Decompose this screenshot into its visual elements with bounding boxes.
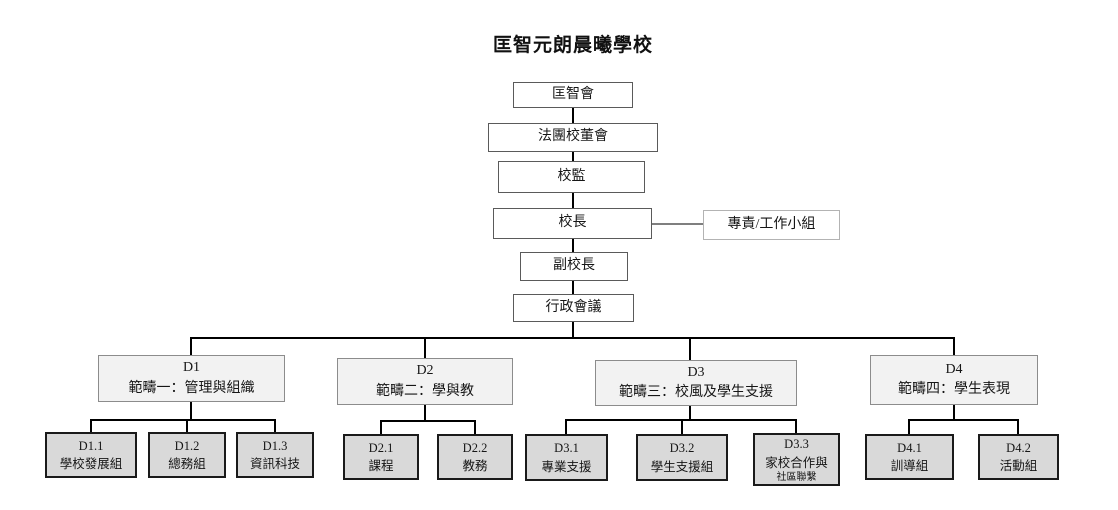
node-unit-d2-1: D2.1 課程 xyxy=(343,434,419,480)
connector-principal-taskgroups xyxy=(652,223,703,225)
unit-name: 教務 xyxy=(462,459,488,473)
connector-viceprincipal-council xyxy=(572,281,574,294)
unit-code: D3.1 xyxy=(554,441,579,456)
unit-name: 家校合作與 xyxy=(765,455,828,470)
chart-title: 匡智元朗晨曦學校 xyxy=(492,35,653,56)
unit-code: D1.3 xyxy=(262,438,288,453)
connector-d2-child2 xyxy=(474,420,476,434)
node-unit-d3-3: D3.3 家校合作與 社區聯繫 xyxy=(753,433,840,486)
node-incorporated-management-committee: 法團校董會 xyxy=(488,123,658,152)
node-unit-d4-1: D4.1 訓導組 xyxy=(865,434,954,480)
unit-name: 學生支援組 xyxy=(650,459,714,474)
branch-drop-d2 xyxy=(424,337,426,358)
connector-d2-children-rail xyxy=(380,420,476,422)
connector-d3-child3 xyxy=(795,419,797,433)
node-unit-d2-2: D2.2 教務 xyxy=(437,434,513,480)
unit-code: D4.2 xyxy=(1006,440,1031,455)
connector-d1-child2 xyxy=(186,419,188,432)
node-domain-d3: D3 範疇三：校風及學生支援 xyxy=(595,360,797,406)
node-principal: 校長 xyxy=(493,208,652,239)
connector-hongchi-imc xyxy=(572,108,574,123)
node-unit-d4-2: D4.2 活動組 xyxy=(978,434,1059,480)
unit-name: 訓導組 xyxy=(890,459,929,473)
node-vice-principal: 副校長 xyxy=(520,252,628,281)
unit-code: D4.1 xyxy=(897,440,922,455)
unit-name: 活動組 xyxy=(999,459,1038,473)
connector-d2-child1 xyxy=(380,420,382,434)
unit-name: 學校發展組 xyxy=(59,457,123,471)
node-hongchi-association: 匡智會 xyxy=(513,82,633,108)
connector-d4-child2 xyxy=(1017,419,1019,434)
node-domain-d2: D2 範疇二：學與教 xyxy=(337,358,513,405)
connector-d1-child1 xyxy=(90,419,92,432)
domain-code: D2 xyxy=(416,363,434,379)
connector-imc-supervisor xyxy=(572,152,574,161)
connector-d3-child1 xyxy=(565,419,567,434)
unit-code: D2.1 xyxy=(368,440,394,455)
connector-d4-children-rail xyxy=(908,419,1019,421)
branch-drop-d4 xyxy=(953,337,955,355)
domain-code: D3 xyxy=(687,364,705,380)
domain-code: D4 xyxy=(945,361,963,377)
node-task-groups: 專責/工作小組 xyxy=(703,210,840,240)
node-unit-d3-1: D3.1 專業支援 xyxy=(525,434,608,481)
unit-name-line2: 社區聯繫 xyxy=(776,471,817,483)
connector-d3-down xyxy=(689,406,691,421)
node-unit-d1-2: D1.2 總務組 xyxy=(148,432,226,478)
connector-council-branch xyxy=(572,322,574,339)
connector-d4-down xyxy=(953,405,955,421)
connector-d1-child3 xyxy=(274,419,276,432)
branch-line xyxy=(191,337,955,339)
node-domain-d1: D1 範疇一：管理與組織 xyxy=(98,355,285,402)
unit-code: D3.2 xyxy=(669,441,695,456)
domain-name: 範疇一：管理與組織 xyxy=(128,380,255,396)
unit-code: D1.1 xyxy=(78,438,104,453)
domain-name: 範疇四：學生表現 xyxy=(898,382,1010,397)
node-domain-d4: D4 範疇四：學生表現 xyxy=(870,355,1038,405)
domain-name: 範疇二：學與教 xyxy=(376,383,474,399)
unit-name: 課程 xyxy=(368,459,394,473)
unit-name: 總務組 xyxy=(168,457,206,471)
connector-d4-child1 xyxy=(908,419,910,434)
connector-d2-down xyxy=(424,405,426,422)
connector-d1-down xyxy=(190,402,192,421)
connector-supervisor-principal xyxy=(572,193,574,208)
unit-name: 專業支援 xyxy=(541,459,592,474)
node-administrative-council: 行政會議 xyxy=(513,294,634,322)
node-unit-d1-3: D1.3 資訊科技 xyxy=(236,432,314,478)
domain-name: 範疇三：校風及學生支援 xyxy=(619,385,773,400)
connector-d1-children-rail xyxy=(90,419,276,421)
connector-d3-child2 xyxy=(681,419,683,434)
unit-name: 資訊科技 xyxy=(249,457,300,471)
domain-code: D1 xyxy=(182,360,201,376)
unit-code: D3.3 xyxy=(784,437,809,452)
branch-drop-d1 xyxy=(190,337,192,355)
connector-principal-viceprincipal xyxy=(572,239,574,252)
branch-drop-d3 xyxy=(689,337,691,360)
unit-code: D2.2 xyxy=(462,440,488,455)
node-unit-d3-2: D3.2 學生支援組 xyxy=(636,434,728,481)
node-supervisor: 校監 xyxy=(498,161,645,193)
node-unit-d1-1: D1.1 學校發展組 xyxy=(45,432,137,478)
unit-code: D1.2 xyxy=(174,438,200,453)
